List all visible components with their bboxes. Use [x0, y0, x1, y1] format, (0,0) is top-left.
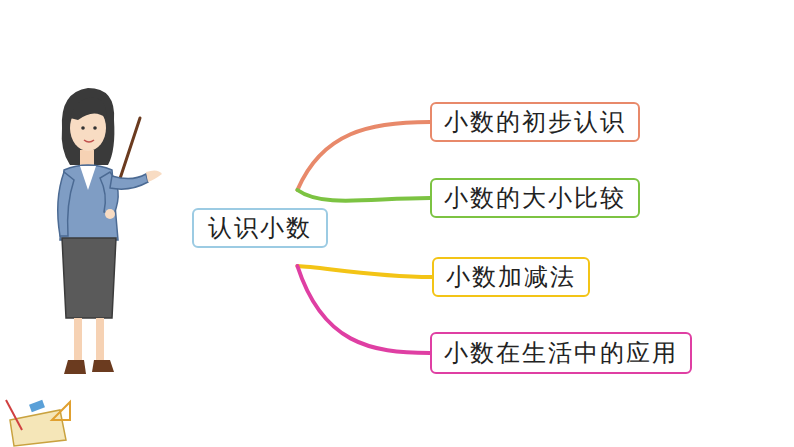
topic-box: 小数的初步认识 — [430, 102, 640, 142]
topic-box: 小数在生活中的应用 — [430, 332, 692, 374]
node-label: 小数的大小比较 — [444, 182, 626, 214]
node-label: 认识小数 — [208, 212, 312, 244]
branch-curve — [297, 122, 430, 190]
branch-curve — [297, 266, 432, 277]
node-label: 小数在生活中的应用 — [444, 337, 678, 369]
topic-box: 小数加减法 — [432, 257, 590, 297]
root-box: 认识小数 — [192, 208, 328, 248]
branch-curve — [297, 266, 430, 353]
node-label: 小数加减法 — [446, 261, 576, 293]
topic-box: 小数的大小比较 — [430, 178, 640, 218]
node-label: 小数的初步认识 — [444, 106, 626, 138]
branch-curve — [297, 190, 430, 201]
